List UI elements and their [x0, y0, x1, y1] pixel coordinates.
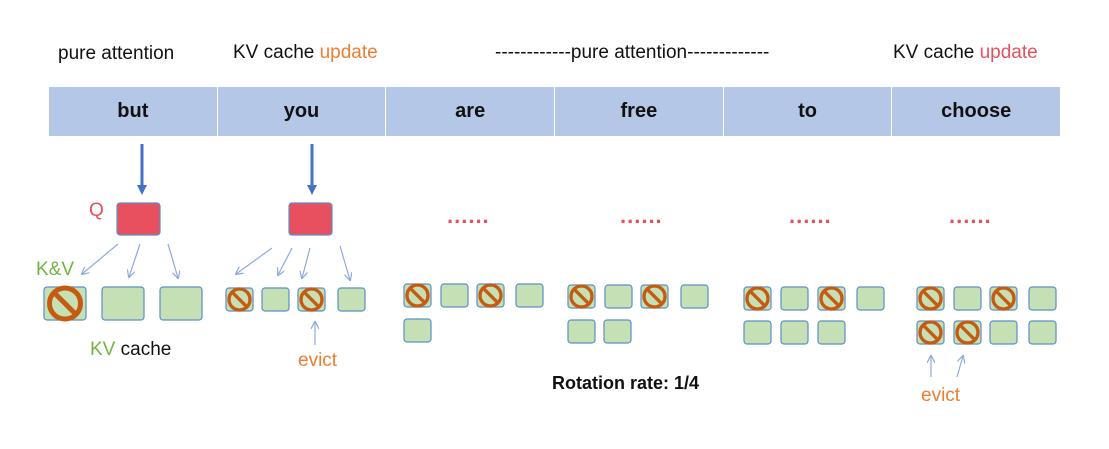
cache-block	[1028, 320, 1057, 345]
ellipsis-dots: ......	[949, 203, 992, 228]
prohibited-icon	[227, 287, 252, 312]
token-strip: but you are free to choose	[49, 87, 1060, 136]
cache-block	[953, 286, 982, 311]
evict-arrow	[956, 356, 963, 378]
prohibited-icon-slash	[822, 289, 841, 308]
prohibited-icon	[819, 286, 844, 311]
cache-block	[515, 283, 544, 308]
attention-arrow	[236, 247, 273, 274]
attention-arrow	[167, 243, 178, 278]
token-cell: are	[386, 87, 556, 136]
cache-block	[780, 320, 809, 345]
header-accent: update	[979, 42, 1038, 63]
header-text: KV cache	[893, 42, 980, 63]
header-text: KV cache	[233, 42, 320, 63]
prohibited-icon	[918, 286, 943, 311]
header-kv-update-1: KV cache update	[233, 43, 378, 62]
prohibited-icon	[642, 284, 667, 309]
kv-cache-prefix: KV	[90, 339, 116, 360]
header-text: ------------pure attention-------------	[495, 42, 770, 63]
rotation-rate-label: Rotation rate: 1/4	[552, 373, 700, 393]
cache-block	[680, 284, 709, 309]
cache-block	[1028, 286, 1057, 311]
prohibited-icon	[991, 286, 1016, 311]
prohibited-icon-slash	[921, 289, 940, 308]
header-pure-attention: pure attention	[58, 44, 174, 63]
prohibited-icon	[47, 285, 83, 322]
prohibited-icon-slash	[230, 290, 249, 309]
prohibited-icon-slash	[748, 289, 767, 308]
cache-block	[440, 283, 469, 308]
evict-label: evict	[298, 350, 338, 371]
prohibited-icon	[745, 286, 770, 311]
header-kv-update-2: KV cache update	[893, 43, 1038, 62]
cache-block	[780, 286, 809, 311]
prohibited-icon-slash	[481, 286, 500, 305]
token-cell: free	[555, 87, 724, 136]
ellipsis-dots: ......	[620, 203, 663, 228]
prohibited-icon	[299, 287, 324, 312]
ellipsis-dots: ......	[447, 203, 490, 228]
evict-label: evict	[921, 385, 961, 406]
attention-arrow	[278, 247, 293, 275]
kv-cache-label: KV cache	[90, 340, 171, 359]
header-pure-attention-span: ------------pure attention-------------	[495, 43, 769, 62]
attention-arrow	[129, 243, 141, 277]
cache-block	[817, 320, 846, 345]
token-cell: but	[49, 87, 218, 136]
cache-block	[856, 286, 885, 311]
cache-block	[567, 319, 596, 344]
cache-block	[337, 287, 366, 312]
cache-block	[403, 318, 432, 343]
prohibited-icon-slash	[645, 287, 664, 306]
prohibited-icon-slash	[302, 290, 321, 309]
query-block	[288, 202, 333, 236]
token-cell: choose	[941, 100, 1012, 122]
ellipsis-dots: ......	[789, 203, 832, 228]
cache-block	[743, 320, 772, 345]
prohibited-icon	[405, 283, 430, 308]
attention-arrow	[302, 247, 311, 278]
cache-block	[101, 286, 145, 321]
token-cell: you	[218, 87, 387, 136]
prohibited-icon	[478, 283, 503, 308]
prohibited-icon	[918, 320, 943, 345]
kv-cache-suffix: cache	[115, 339, 172, 360]
cache-block	[989, 320, 1018, 345]
kv-label: K&V	[36, 259, 75, 280]
cache-block	[604, 284, 633, 309]
cache-blocks-layer	[43, 283, 1057, 345]
attention-arrow	[339, 245, 350, 280]
query-label: Q	[89, 200, 104, 221]
prohibited-icon	[955, 320, 980, 345]
header-text: pure attention	[58, 43, 175, 64]
query-block	[116, 202, 161, 236]
attention-arrow	[82, 243, 119, 274]
prohibited-icon-slash	[572, 287, 591, 306]
prohibited-icon	[569, 284, 594, 309]
cache-block	[603, 319, 632, 344]
cache-block	[159, 286, 203, 321]
cache-block	[261, 287, 290, 312]
prohibited-icon-slash	[52, 290, 78, 317]
prohibited-icon-slash	[994, 289, 1013, 308]
prohibited-icon-slash	[408, 286, 427, 305]
prohibited-icon-slash	[958, 323, 977, 342]
header-accent: update	[319, 42, 378, 63]
token-cell: to	[724, 87, 893, 136]
prohibited-icon-slash	[921, 323, 940, 342]
